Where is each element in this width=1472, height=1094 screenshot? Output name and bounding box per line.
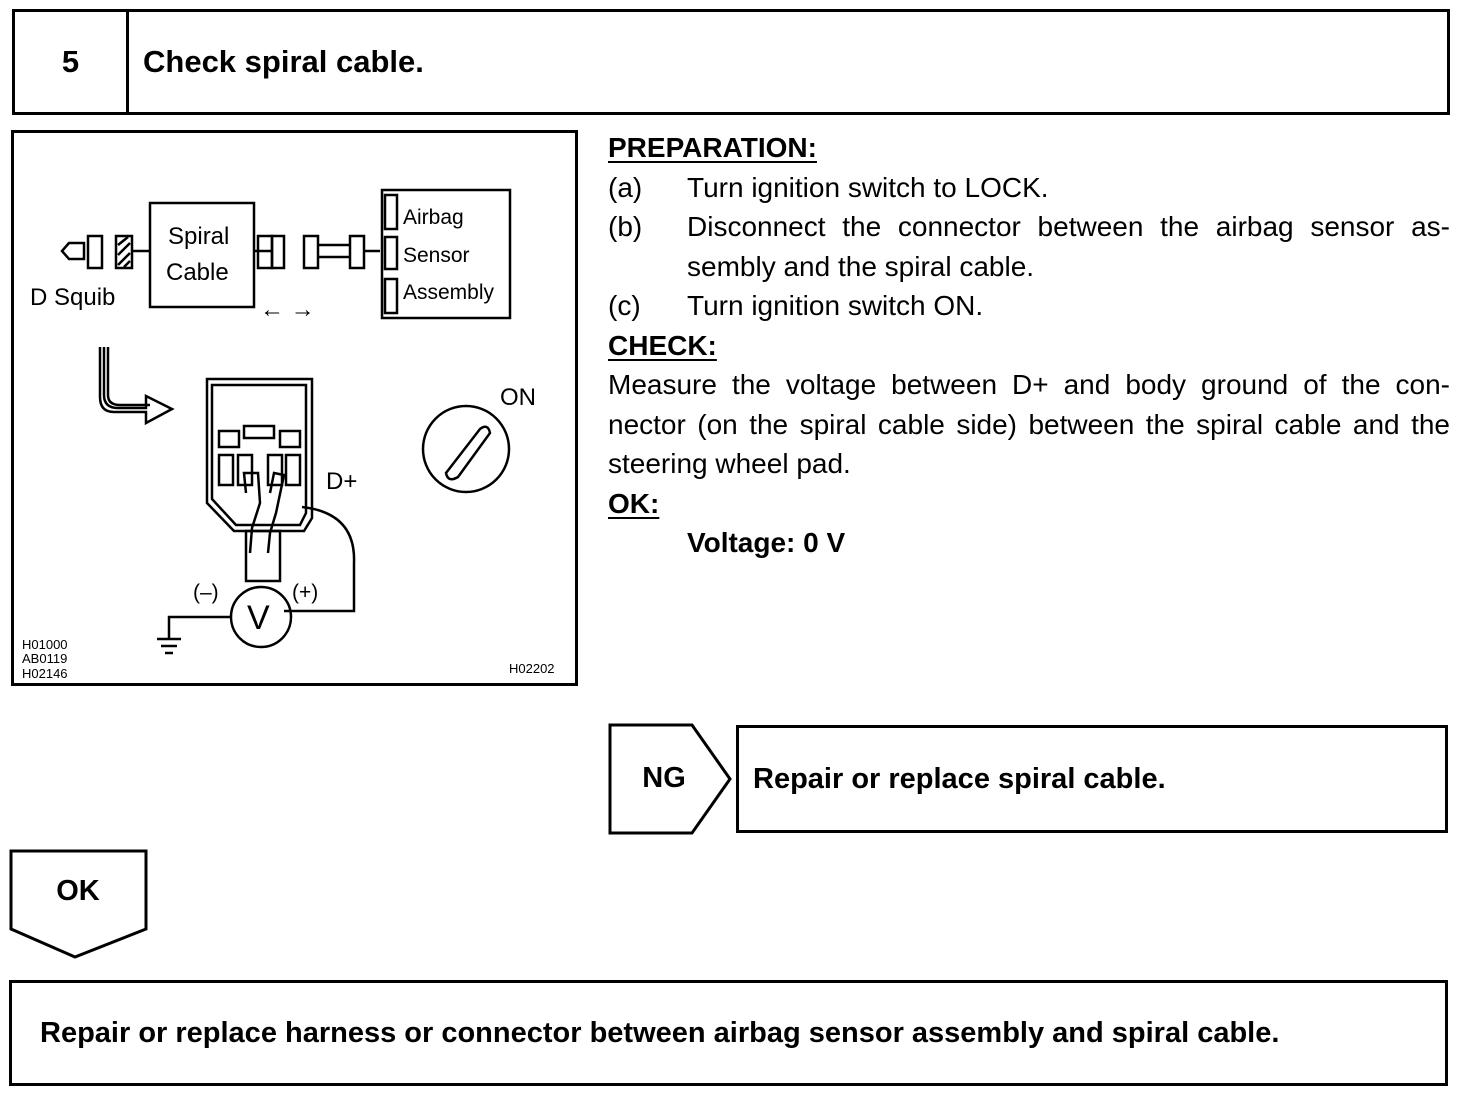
- ground-lead: [167, 615, 231, 639]
- hand-arrow: [98, 347, 175, 426]
- wiring-diagram: D Squib Spiral Cable Airbag Sensor Assem…: [11, 130, 578, 686]
- step-label: (c): [608, 290, 641, 321]
- step-label: (b): [608, 211, 643, 242]
- step-row: (c) Turn ignition switch ON.: [608, 286, 1450, 326]
- spiral-cable-label-line1: Spiral: [168, 223, 229, 250]
- figure-code-2: AB0119: [22, 651, 67, 666]
- ok-label: OK: [56, 874, 100, 907]
- d-plus-lead: [284, 505, 356, 613]
- ok-heading: OK:: [608, 487, 660, 519]
- ng-action-text: Repair or replace spiral cable.: [753, 762, 1166, 795]
- squib-plug-shape: [86, 234, 104, 270]
- step-text: Turn ignition switch ON.: [687, 290, 984, 321]
- d-plus-label: D+: [326, 468, 357, 495]
- step-header: 5 Check spiral cable.: [12, 9, 1450, 115]
- step-title: Check spiral cable.: [143, 44, 424, 79]
- on-label: ON: [500, 384, 536, 411]
- step-row: (a) Turn ignition switch to LOCK.: [608, 168, 1450, 208]
- ignition-switch: [421, 404, 511, 494]
- figure-code-4: H02202: [509, 661, 555, 676]
- ignition-key-slot: [444, 425, 492, 481]
- assembly-label: Assembly: [403, 281, 495, 304]
- airbag-sensor-box: [380, 188, 512, 320]
- squib-connector-shape: [60, 241, 86, 261]
- instructions: PREPARATION: (a) Turn ignition switch to…: [608, 128, 1450, 563]
- step-label: (a): [608, 171, 643, 203]
- check-heading: CHECK:: [608, 329, 717, 361]
- check-text: Measure the voltage between D+ and body …: [608, 369, 1450, 479]
- step-number: 5: [15, 12, 129, 112]
- step-text: Turn ignition switch to LOCK.: [687, 171, 1049, 203]
- ng-label: NG: [642, 761, 686, 794]
- figure-code-1: H01000: [22, 637, 68, 652]
- d-squib-label: D Squib: [30, 284, 115, 311]
- airbag-label: Airbag: [403, 206, 464, 229]
- step-text: Disconnect the connector between the air…: [687, 211, 1450, 282]
- sensor-label: Sensor: [403, 244, 470, 267]
- minus-label: (–): [193, 581, 219, 604]
- preparation-heading: PREPARATION:: [608, 132, 817, 163]
- spiral-cable-box: [148, 201, 256, 309]
- probe-plus: [266, 471, 286, 554]
- ng-action-box: Repair or replace spiral cable.: [736, 725, 1448, 833]
- steering-pad-connector: [205, 377, 314, 533]
- ng-arrow-shape: [608, 723, 732, 835]
- plus-label: (+): [292, 581, 318, 604]
- final-action-box: Repair or replace harness or connector b…: [9, 980, 1448, 1086]
- diagram-svg: D Squib Spiral Cable Airbag Sensor Assem…: [22, 188, 555, 681]
- figure-code-3: H02146: [22, 666, 68, 681]
- ok-arrow-shape: [9, 849, 148, 959]
- ok-value: Voltage: 0 V: [687, 527, 846, 558]
- spiral-cable-label-line2: Cable: [166, 259, 229, 286]
- step-row: (b) Disconnect the connector between the…: [608, 207, 1450, 286]
- disconnect-arrows: ← →: [260, 296, 315, 323]
- final-action-text: Repair or replace harness or connector b…: [40, 1016, 1280, 1049]
- voltmeter-symbol: V: [247, 599, 270, 637]
